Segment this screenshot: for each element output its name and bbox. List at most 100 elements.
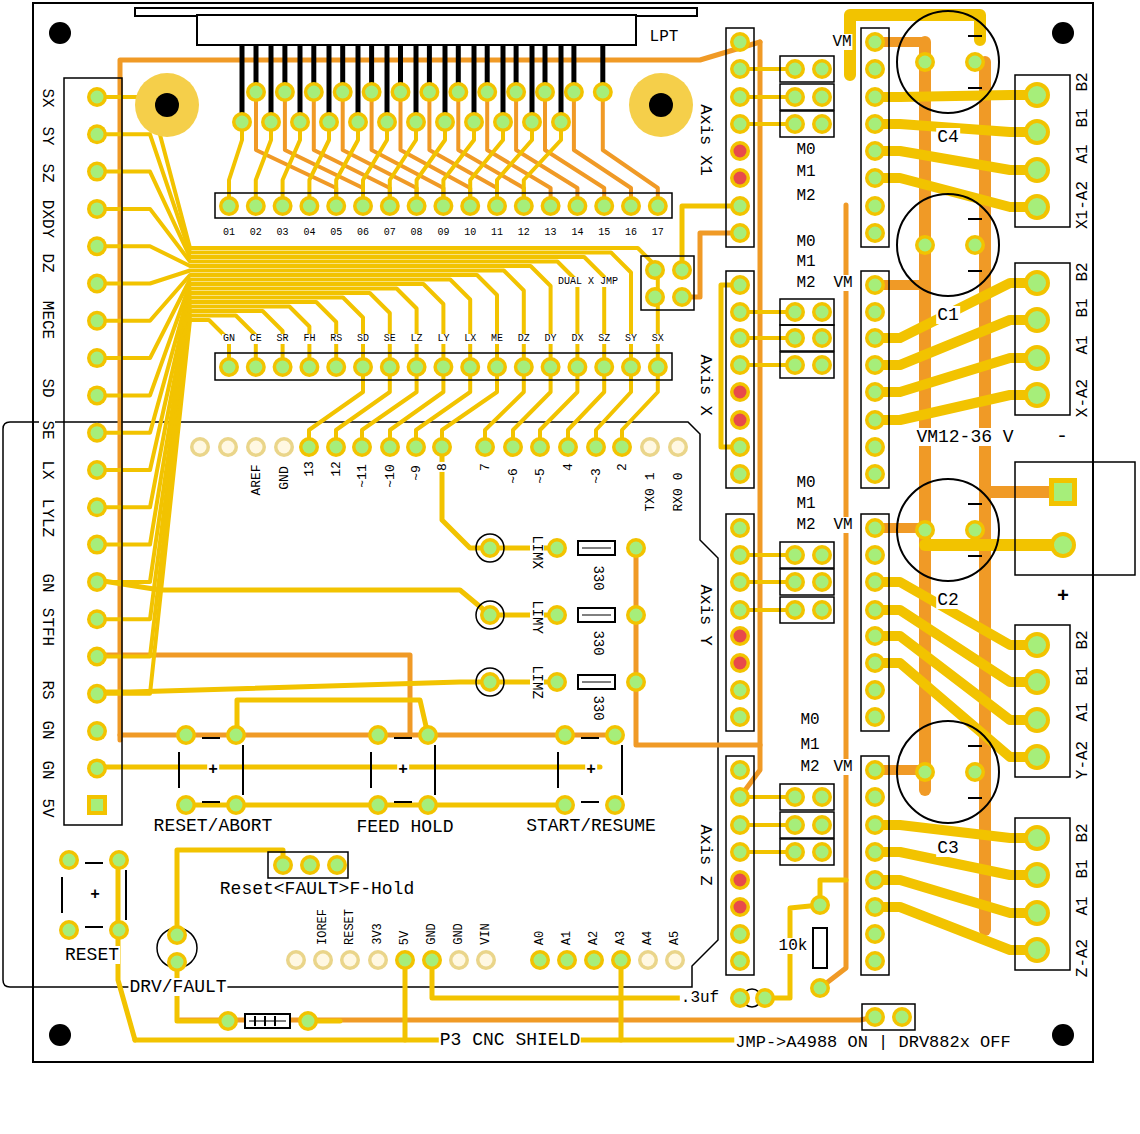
board-label: RESET bbox=[64, 946, 120, 964]
silk-line bbox=[327, 45, 332, 122]
pad-ring bbox=[368, 795, 388, 815]
board-label: A1 bbox=[561, 930, 573, 946]
pad-ring bbox=[730, 707, 750, 727]
board-label: B2 bbox=[1075, 822, 1091, 843]
pad-ring bbox=[626, 672, 646, 692]
pad-center bbox=[91, 799, 103, 811]
pad-ring bbox=[87, 795, 107, 815]
pad-ring bbox=[246, 437, 266, 457]
pad-center bbox=[1028, 311, 1046, 329]
pad-center bbox=[816, 63, 829, 76]
board-label: - bbox=[1055, 427, 1069, 447]
silk-line bbox=[254, 1016, 256, 1026]
board-label: RS bbox=[39, 679, 55, 700]
board-label: B2 bbox=[1075, 629, 1091, 650]
capacitor-outline-svg bbox=[896, 193, 1000, 297]
pad-center bbox=[734, 36, 747, 49]
pad-ring bbox=[435, 112, 455, 132]
pad-ring bbox=[87, 684, 107, 704]
pad-ring bbox=[865, 815, 885, 835]
pad-ring bbox=[865, 196, 885, 216]
pad-ring bbox=[730, 988, 750, 1008]
header-outline bbox=[861, 271, 889, 488]
pad-center bbox=[307, 86, 320, 99]
silk-line bbox=[582, 548, 611, 549]
silkscreen bbox=[62, 8, 1135, 1030]
pad-ring bbox=[865, 32, 885, 52]
pad-ring bbox=[730, 382, 750, 402]
board-label: B1 bbox=[1075, 665, 1091, 686]
pad-ring bbox=[730, 870, 750, 890]
pad-center bbox=[330, 200, 343, 213]
pad-ring bbox=[865, 653, 885, 673]
pad-ring bbox=[547, 538, 567, 558]
pad-center bbox=[869, 1011, 882, 1024]
pad-center bbox=[1028, 673, 1046, 691]
pad-ring bbox=[865, 302, 885, 322]
pad-ring bbox=[626, 605, 646, 625]
silk-line bbox=[968, 87, 982, 89]
pad-ring bbox=[865, 1007, 885, 1027]
pad-ring bbox=[785, 842, 805, 862]
board-label: CE bbox=[249, 334, 263, 344]
pad-ring bbox=[730, 760, 750, 780]
board-label: 06 bbox=[356, 228, 370, 238]
capacitor-outline bbox=[897, 721, 999, 823]
pad-center bbox=[91, 575, 104, 588]
board-label: 5V bbox=[39, 797, 55, 818]
pad-center bbox=[814, 982, 827, 995]
header-outline bbox=[780, 299, 834, 325]
pad-ring bbox=[87, 758, 107, 778]
pad-center bbox=[734, 846, 747, 859]
pad-center bbox=[816, 604, 829, 617]
led-outline bbox=[476, 668, 504, 696]
capacitor-outline bbox=[897, 11, 999, 113]
pad-ring bbox=[377, 112, 397, 132]
pad-center bbox=[356, 441, 369, 454]
pad-ring bbox=[246, 196, 266, 216]
part-designator: C2 bbox=[936, 591, 960, 609]
pad-center bbox=[869, 63, 882, 76]
pad-center bbox=[91, 538, 104, 551]
pad-center bbox=[734, 118, 747, 131]
board-label: LIMY bbox=[530, 599, 544, 635]
copper-trace bbox=[97, 311, 283, 619]
pad-ring bbox=[865, 141, 885, 161]
board-label: M0 bbox=[795, 234, 816, 250]
capacitor-outline-svg bbox=[896, 10, 1000, 114]
board-label: 12 bbox=[517, 228, 531, 238]
board-label: ~9 bbox=[410, 464, 423, 482]
board-label: RS bbox=[329, 334, 343, 344]
pad-ring bbox=[368, 725, 388, 745]
pad-center bbox=[276, 200, 289, 213]
board-label: + bbox=[1056, 587, 1070, 607]
pad-ring bbox=[965, 520, 985, 540]
board-label: SY bbox=[624, 334, 638, 344]
board-label: 11 bbox=[490, 228, 504, 238]
capacitor-node: C2 bbox=[896, 478, 1000, 612]
pad-ring bbox=[530, 950, 550, 970]
pad-center bbox=[399, 954, 412, 967]
pad-ring bbox=[865, 437, 885, 457]
board-label: LIMZ bbox=[530, 664, 544, 700]
board-label: ME bbox=[490, 334, 504, 344]
board-label: ~11 bbox=[356, 463, 369, 488]
pad-ring bbox=[480, 538, 500, 558]
pad-ring bbox=[1024, 669, 1050, 695]
board-label: JMP->A4988 ON | DRV882x OFF bbox=[734, 1034, 1011, 1051]
pad-center bbox=[1028, 866, 1046, 884]
pad-ring bbox=[319, 112, 339, 132]
board-label: A2 bbox=[588, 930, 600, 946]
pad-ring bbox=[785, 600, 805, 620]
board-label: DXDY bbox=[39, 199, 55, 239]
pad-center bbox=[303, 361, 316, 374]
pad-center bbox=[249, 200, 262, 213]
copper-trace bbox=[120, 42, 760, 740]
pad-ring bbox=[812, 114, 832, 134]
pad-ring bbox=[730, 464, 750, 484]
bottom-copper bbox=[97, 42, 1063, 1020]
pad-center bbox=[869, 576, 882, 589]
pad-center bbox=[590, 441, 603, 454]
pad-ring bbox=[464, 112, 484, 132]
pad-center bbox=[734, 992, 747, 1005]
